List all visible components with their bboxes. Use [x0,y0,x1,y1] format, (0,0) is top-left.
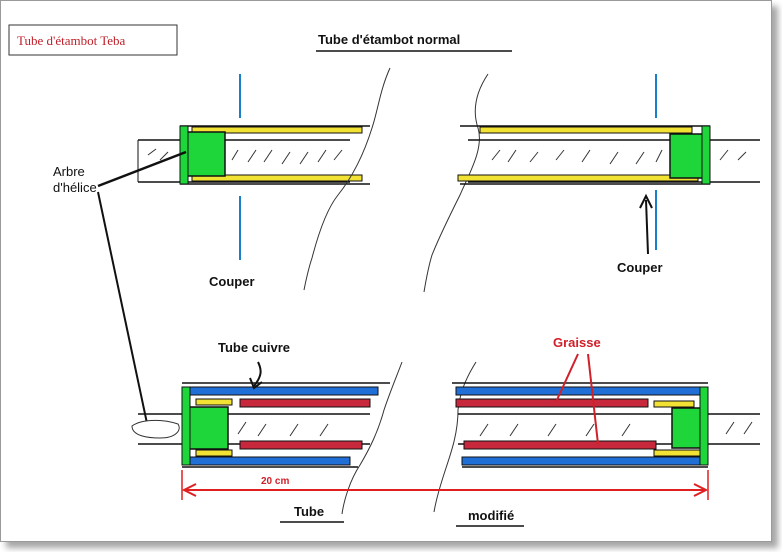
bottom-caption-left: Tube [294,504,324,519]
break-line-top-right [423,73,489,293]
top-left-assembly [137,74,370,260]
corner-title: Tube d'étambot Teba [17,33,126,48]
copper-tube-label: Tube cuivre [218,340,290,355]
corner-title-box: Tube d'étambot Teba [8,24,178,56]
diagram-frame [0,0,772,542]
break-line-bottom-left [341,361,403,515]
grease-pointers [555,353,599,445]
dimension-label: 20 cm [261,476,289,487]
shaft-pointer-bottom [97,191,149,429]
copper-tube-arrow [253,361,262,387]
bottom-right-assembly [452,382,760,468]
cut-label-right: Couper [617,260,663,275]
break-line-bottom-right [433,361,477,513]
shaft-label-line2: d'hélice [53,180,97,195]
shaft-pointer-top [97,150,187,188]
bottom-left-assembly [131,382,390,468]
break-line-top-left [303,67,391,291]
bottom-caption-right: modifié [468,508,514,523]
grease-label: Graisse [553,335,601,350]
shaft-label-line1: Arbre [53,164,85,179]
heading-top: Tube d'étambot normal [318,32,460,47]
dimension-line [181,470,709,500]
cut-label-left: Couper [209,274,255,289]
top-right-assembly [457,74,760,255]
